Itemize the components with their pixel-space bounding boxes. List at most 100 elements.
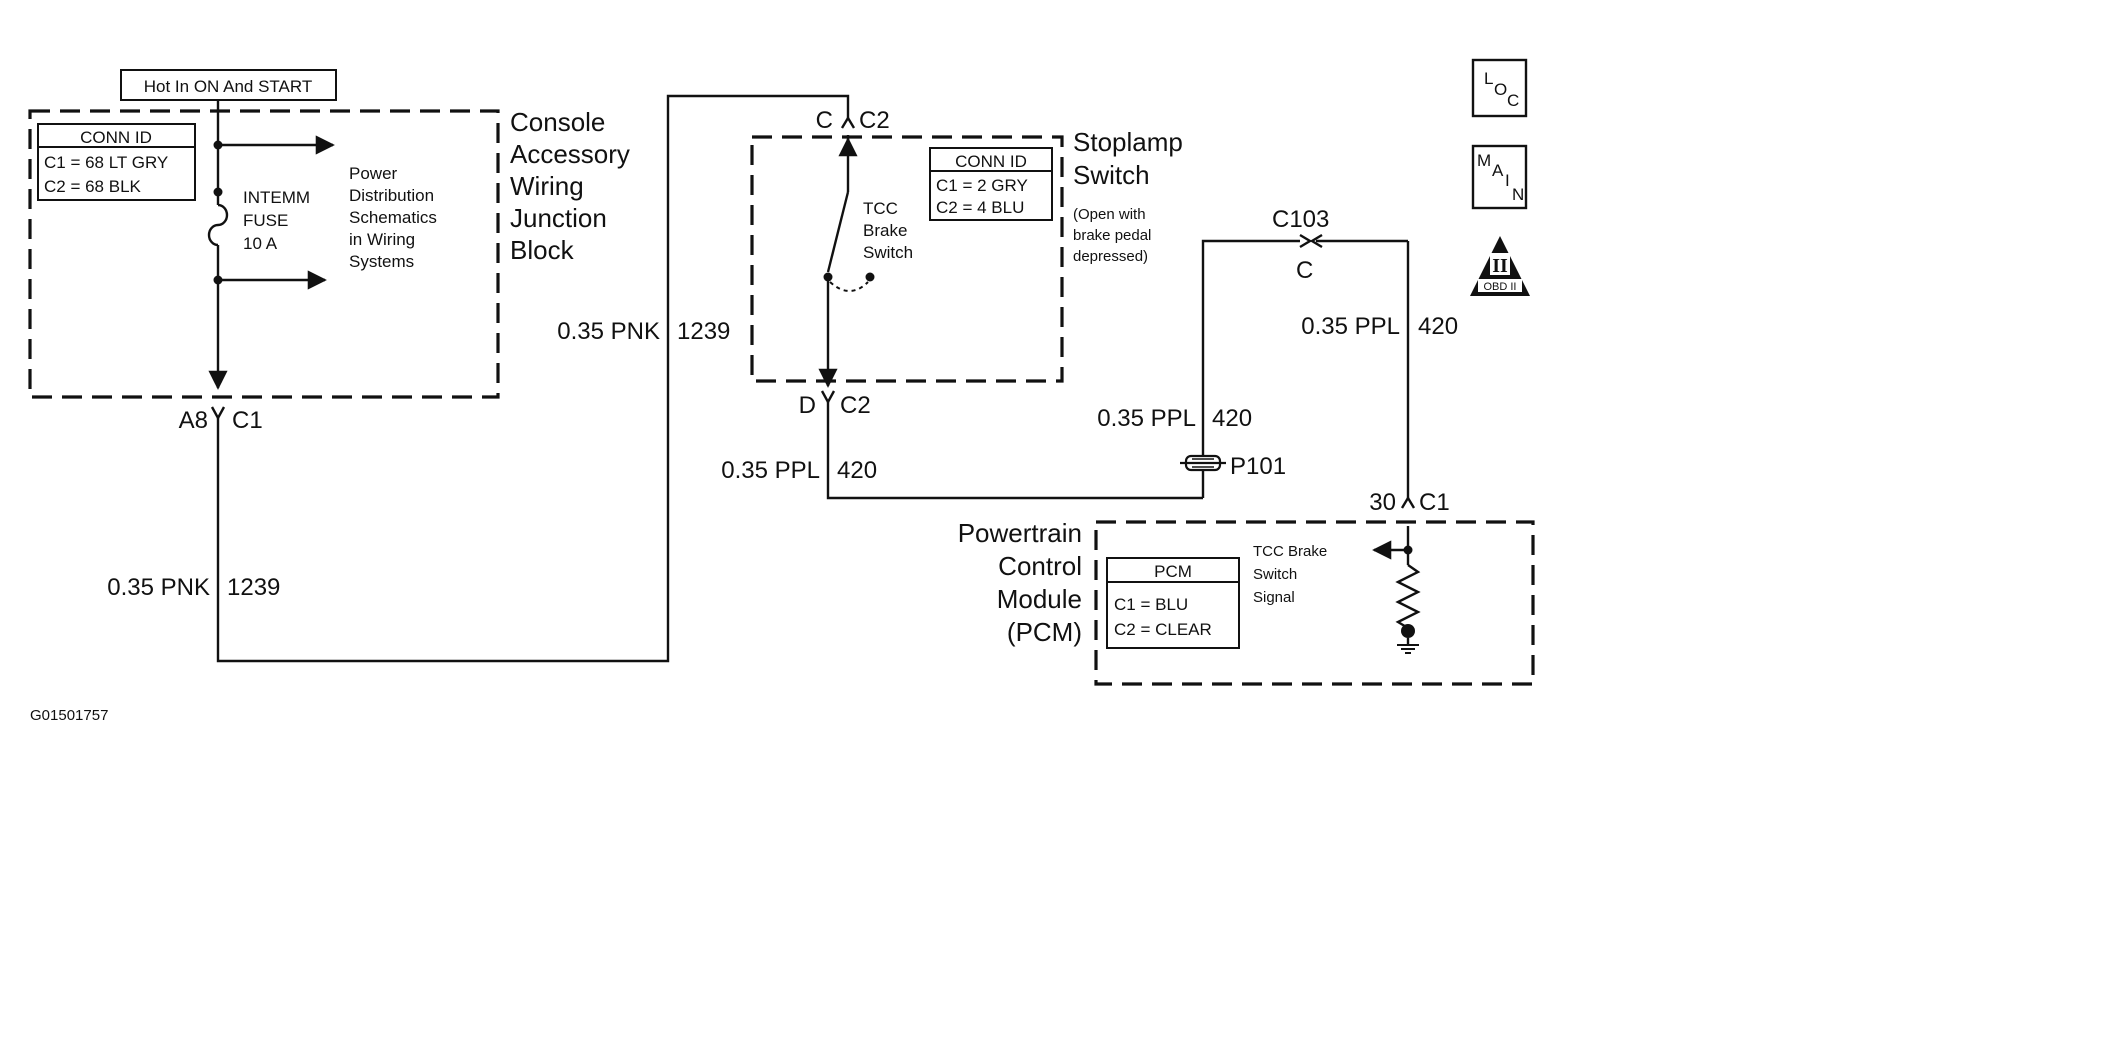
fuse-circuit: INTEMM FUSE 10 A Power Distribution Sche… <box>207 100 437 390</box>
power-dist-line: Power <box>349 164 398 183</box>
fuse-label-line: 10 A <box>243 234 278 253</box>
stoplamp-note-line: depressed) <box>1073 248 1148 265</box>
svg-text:I: I <box>1505 171 1510 190</box>
pcm-boundary <box>1094 520 1535 686</box>
stoplamp-conn-id-row: C1 = 2 GRY <box>936 176 1028 195</box>
pcm-title: Powertrain Control Module (PCM) <box>958 518 1082 647</box>
obd-ii-icon[interactable]: II OBD II <box>1470 236 1530 296</box>
console-conn-c1: C1 <box>232 407 263 434</box>
wire-label-upper-1239: 0.35 PNK 1239 <box>557 318 730 345</box>
fuse-label-line: FUSE <box>243 211 288 230</box>
svg-text:N: N <box>1512 185 1524 204</box>
tcc-brake-switch: TCC Brake Switch <box>818 135 913 388</box>
console-conn-id-row: C2 = 68 BLK <box>44 177 142 196</box>
pcm-title-line: Powertrain <box>958 518 1082 548</box>
main-icon[interactable]: M A I N <box>1471 144 1528 210</box>
switch-label-line: TCC <box>863 199 898 218</box>
wiring-diagram: Hot In ON And START CONN ID C1 = 68 LT G… <box>28 58 1535 724</box>
console-title-line: Junction <box>510 203 607 233</box>
stoplamp-top-pin: C <box>816 107 833 134</box>
stoplamp-note: (Open with brake pedal depressed) <box>1073 206 1151 265</box>
signal-label-line: Signal <box>1253 589 1295 606</box>
stoplamp-conn-id-table: CONN ID C1 = 2 GRY C2 = 4 BLU <box>929 147 1053 221</box>
wire-1239: 0.35 PNK 1239 0.35 PNK 1239 <box>107 94 850 663</box>
console-output-connector: A8 C1 <box>179 406 263 434</box>
console-conn-id-row: C1 = 68 LT GRY <box>44 153 168 172</box>
splice-label: P101 <box>1230 453 1286 480</box>
wire-size-color: 0.35 PPL <box>1301 313 1400 340</box>
wire-circuit: 1239 <box>677 318 730 345</box>
c103-connector: C103 C <box>1272 206 1408 284</box>
wire-circuit: 420 <box>1418 313 1458 340</box>
stoplamp-boundary <box>750 135 1064 383</box>
wire-label-splice-up: 0.35 PPL 420 <box>1097 405 1252 432</box>
pcm-pin: 30 <box>1369 489 1396 516</box>
stoplamp-bottom-pin: D <box>799 392 816 419</box>
console-title-line: Accessory <box>510 139 630 169</box>
console-pin-a8: A8 <box>179 407 208 434</box>
console-title-line: Wiring <box>510 171 584 201</box>
wire-420-pcm: 0.35 PPL 420 <box>1301 241 1458 500</box>
stoplamp-title-line: Switch <box>1073 160 1150 190</box>
switch-label-line: Switch <box>863 243 913 262</box>
console-title-line: Console <box>510 107 605 137</box>
loc-icon[interactable]: L O C <box>1471 58 1528 118</box>
console-title-line: Block <box>510 235 575 265</box>
power-dist-line: in Wiring <box>349 230 415 249</box>
wire-circuit: 420 <box>837 457 877 484</box>
wire-size-color: 0.35 PNK <box>557 318 660 345</box>
hot-label: Hot In ON And START <box>144 77 313 96</box>
wire-label-pcm-feed: 0.35 PPL 420 <box>1301 313 1458 340</box>
stoplamp-title: Stoplamp Switch <box>1073 127 1183 190</box>
console-junction-block: Hot In ON And START CONN ID C1 = 68 LT G… <box>28 69 630 434</box>
stoplamp-top-conn: C2 <box>859 107 890 134</box>
console-block-boundary <box>28 109 500 399</box>
pcm-module: 30 C1 Powertrain Control Module (PCM) PC… <box>958 489 1535 686</box>
wire-size-color: 0.35 PPL <box>1097 405 1196 432</box>
switch-label-line: Brake <box>863 221 907 240</box>
wire-label-stoplamp-out: 0.35 PPL 420 <box>721 457 877 484</box>
pcm-table-row: C1 = BLU <box>1114 595 1188 614</box>
svg-text:O: O <box>1494 80 1507 99</box>
hot-label-box: Hot In ON And START <box>120 69 337 101</box>
wire-circuit: 1239 <box>227 574 280 601</box>
power-dist-line: Schematics <box>349 208 437 227</box>
console-conn-id-table: CONN ID C1 = 68 LT GRY C2 = 68 BLK <box>37 123 196 201</box>
c103-name: C103 <box>1272 206 1329 233</box>
signal-label-line: Switch <box>1253 566 1297 583</box>
signal-label-line: TCC Brake <box>1253 543 1327 560</box>
svg-text:M: M <box>1477 151 1491 170</box>
diagram-id: G01501757 <box>30 707 108 724</box>
stoplamp-conn-id-row: C2 = 4 BLU <box>936 198 1024 217</box>
fuse-label-line: INTEMM <box>243 188 310 207</box>
stoplamp-conn-id-title: CONN ID <box>955 152 1027 171</box>
wire-420-stoplamp: 0.35 PPL 420 <box>721 402 1203 500</box>
c103-pin: C <box>1296 257 1313 284</box>
power-distribution-note: Power Distribution Schematics in Wiring … <box>349 164 437 271</box>
pcm-signal-label: TCC Brake Switch Signal <box>1253 543 1327 606</box>
pcm-title-line: Module <box>997 584 1082 614</box>
wire-circuit: 420 <box>1212 405 1252 432</box>
stoplamp-switch: C C2 TCC Brake Switch CONN ID C1 = 2 GRY… <box>750 107 1183 419</box>
stoplamp-bottom-conn: C2 <box>840 392 871 419</box>
svg-text:A: A <box>1492 161 1504 180</box>
stoplamp-top-connector: C C2 <box>816 107 890 134</box>
stoplamp-title-line: Stoplamp <box>1073 127 1183 157</box>
pcm-title-line: (PCM) <box>1007 617 1082 647</box>
stoplamp-note-line: (Open with <box>1073 206 1146 223</box>
fuse-label: INTEMM FUSE 10 A <box>243 188 310 253</box>
obd-roman: II <box>1492 255 1508 277</box>
console-conn-id-title: CONN ID <box>80 128 152 147</box>
stoplamp-bottom-connector: D C2 <box>799 390 871 419</box>
pcm-table-row: C2 = CLEAR <box>1114 620 1212 639</box>
pcm-internal-circuit <box>1372 526 1421 654</box>
obd-text: OBD II <box>1483 281 1516 293</box>
power-dist-line: Systems <box>349 252 414 271</box>
pcm-conn: C1 <box>1419 489 1450 516</box>
svg-text:C: C <box>1507 91 1519 110</box>
pcm-table-title: PCM <box>1154 562 1192 581</box>
pcm-connector: 30 C1 <box>1369 489 1449 516</box>
wire-size-color: 0.35 PNK <box>107 574 210 601</box>
splice-p101: P101 0.35 PPL 420 <box>1097 239 1300 498</box>
console-block-title: Console Accessory Wiring Junction Block <box>510 107 630 265</box>
